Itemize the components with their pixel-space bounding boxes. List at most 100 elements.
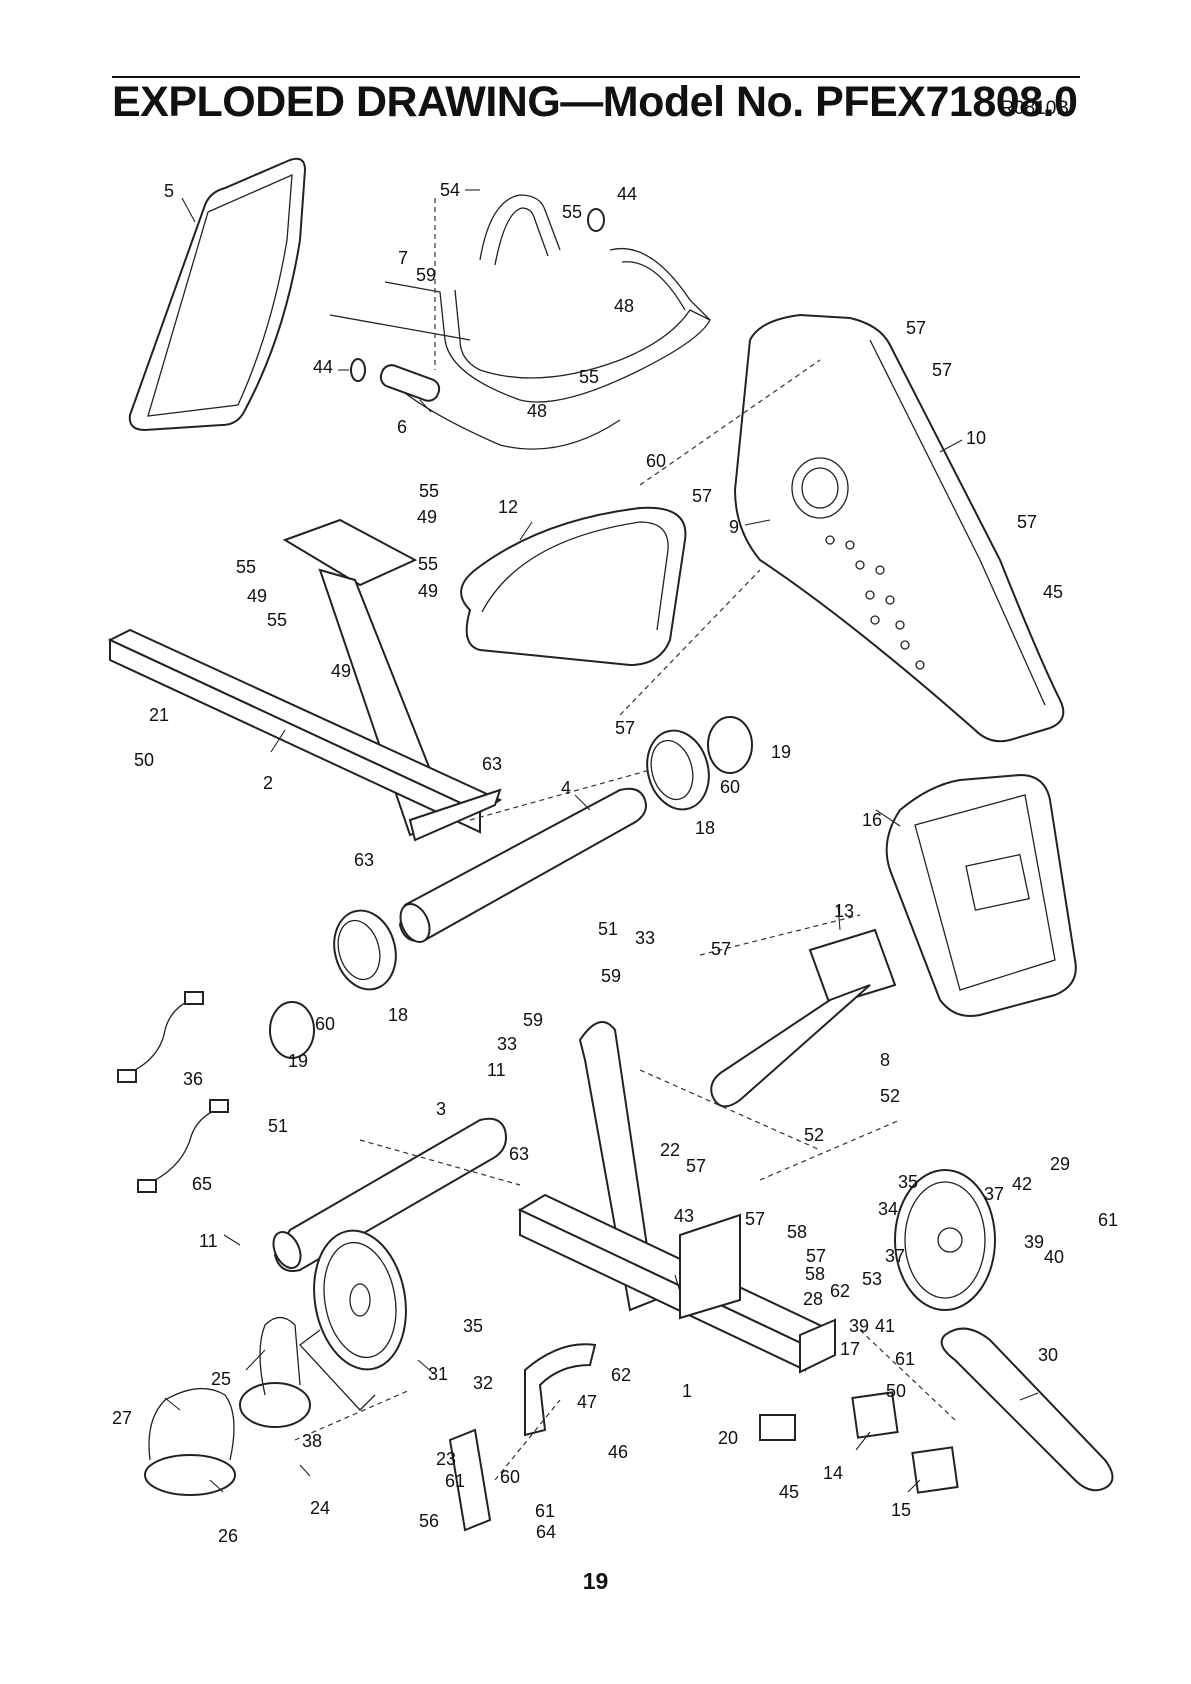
drawing-code: R0810B — [1000, 98, 1069, 119]
callout-label: 59 — [416, 265, 436, 285]
brake-bracket-part — [448, 1343, 597, 1532]
callout-label: 11 — [199, 1231, 218, 1251]
callout-label: 20 — [718, 1428, 738, 1448]
callout-label: 37 — [984, 1184, 1004, 1204]
callout-label: 19 — [771, 742, 791, 762]
wire-harness-parts — [117, 991, 229, 1193]
callout-label: 13 — [834, 901, 854, 921]
callout-label: 57 — [806, 1246, 826, 1266]
callout-label: 54 — [440, 180, 460, 200]
seat-back-part — [128, 157, 307, 432]
crossbar-tubes-part — [272, 787, 647, 1272]
callout-label: 8 — [880, 1050, 890, 1070]
callout-label: 51 — [268, 1116, 288, 1136]
callout-label: 50 — [134, 750, 154, 770]
seat-post-part — [107, 518, 503, 842]
callout-label: 10 — [966, 428, 986, 448]
callout-label: 57 — [692, 486, 712, 506]
page-number: 19 — [582, 1568, 609, 1594]
callout-label: 57 — [615, 718, 635, 738]
callout-label: 33 — [635, 928, 655, 948]
callout-label: 2 — [263, 773, 273, 793]
callout-label: 57 — [906, 318, 926, 338]
callout-label: 12 — [498, 497, 518, 517]
callout-label: 45 — [1043, 582, 1063, 602]
callout-label: 50 — [886, 1381, 906, 1401]
callout-label: 35 — [463, 1316, 483, 1336]
callout-label: 59 — [523, 1010, 543, 1030]
callout-label: 60 — [315, 1014, 335, 1034]
callout-label: 49 — [247, 586, 267, 606]
callout-label: 39 — [849, 1316, 869, 1336]
callout-label: 11 — [487, 1060, 506, 1080]
callout-label: 29 — [1050, 1154, 1070, 1174]
callout-label: 61 — [445, 1471, 465, 1491]
callout-label: 37 — [885, 1246, 905, 1266]
callout-label: 61 — [535, 1501, 555, 1521]
callout-label: 39 — [1024, 1232, 1044, 1252]
callout-label: 32 — [473, 1373, 493, 1393]
pedal-parts — [144, 1316, 311, 1496]
console-mast-part — [710, 928, 897, 1108]
callout-label: 48 — [614, 296, 634, 316]
leader-lines — [164, 189, 1039, 1493]
callout-label: 1 — [682, 1381, 692, 1401]
callout-label: 65 — [192, 1174, 212, 1194]
callout-label: 56 — [419, 1511, 439, 1531]
header-rule — [112, 76, 1080, 78]
callout-label: 18 — [388, 1005, 408, 1025]
callout-label: 62 — [611, 1365, 631, 1385]
callout-label: 40 — [1044, 1247, 1064, 1267]
callout-label: 55 — [579, 367, 599, 387]
callout-label: 5 — [164, 181, 174, 201]
callout-label: 60 — [720, 777, 740, 797]
callout-label: 60 — [500, 1467, 520, 1487]
callout-label: 31 — [428, 1364, 448, 1384]
callout-label: 49 — [418, 581, 438, 601]
callout-label: 58 — [805, 1264, 825, 1284]
callout-label: 63 — [482, 754, 502, 774]
belt-part — [940, 1327, 1114, 1492]
callout-label: 46 — [608, 1442, 628, 1462]
handlebar-frame-part — [329, 194, 711, 450]
callout-label: 9 — [729, 517, 739, 537]
callout-label: 36 — [183, 1069, 203, 1089]
callout-label: 44 — [313, 357, 333, 377]
seat-part — [460, 506, 687, 667]
assembly-lines — [294, 198, 956, 1481]
callout-label: 58 — [787, 1222, 807, 1242]
end-cap-parts — [759, 1391, 959, 1494]
page-title: EXPLODED DRAWING—Model No. PFEX71808.0 — [112, 78, 1078, 126]
callout-label: 59 — [601, 966, 621, 986]
callout-label: 49 — [331, 661, 351, 681]
callout-label: 52 — [804, 1125, 824, 1145]
callout-label: 64 — [536, 1522, 556, 1542]
callout-label: 19 — [288, 1051, 308, 1071]
callout-label: 61 — [1098, 1210, 1118, 1230]
callout-label: 55 — [236, 557, 256, 577]
callout-label: 52 — [880, 1086, 900, 1106]
callout-label: 51 — [598, 919, 618, 939]
callout-label: 18 — [695, 818, 715, 838]
callout-label: 17 — [840, 1339, 860, 1359]
callout-label: 4 — [561, 778, 571, 798]
callout-label: 57 — [686, 1156, 706, 1176]
pulley-part — [299, 1229, 407, 1411]
callout-label: 55 — [562, 202, 582, 222]
callout-label: 43 — [674, 1206, 694, 1226]
callout-label: 28 — [803, 1289, 823, 1309]
callout-label: 55 — [267, 610, 287, 630]
callout-label: 7 — [398, 248, 408, 268]
callout-label: 60 — [646, 451, 666, 471]
callout-label: 57 — [932, 360, 952, 380]
callout-label: 57 — [711, 939, 731, 959]
callout-label: 41 — [875, 1316, 895, 1336]
callout-label: 48 — [527, 401, 547, 421]
callout-label: 47 — [577, 1392, 597, 1412]
callout-label: 61 — [895, 1349, 915, 1369]
callout-label: 63 — [509, 1144, 529, 1164]
callout-label: 53 — [862, 1269, 882, 1289]
callout-label: 62 — [830, 1281, 850, 1301]
callout-label: 33 — [497, 1034, 517, 1054]
callout-label: 34 — [878, 1199, 898, 1219]
